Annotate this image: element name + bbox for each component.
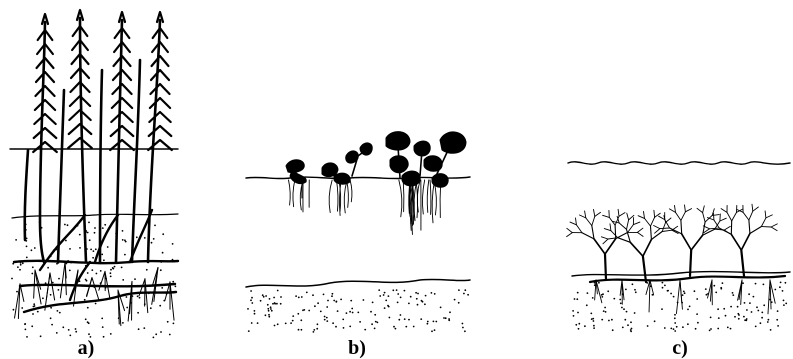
panel-c-sediment: [572, 282, 787, 333]
panel-label-b: b): [348, 337, 366, 359]
panel-c-water-surface: [568, 162, 790, 164]
panel-c-branching-plants: [567, 204, 778, 282]
panel-a-stems: [25, 18, 160, 262]
panel-b-floating-plants: [246, 132, 470, 333]
panel-c-submerged-plants: [567, 162, 790, 332]
panel-b-sediment: [247, 289, 469, 333]
panel-c-roots: [595, 280, 776, 314]
panel-b-sediment-surface: [246, 279, 470, 287]
panel-a-roots: [15, 262, 175, 325]
panel-b-fronds: [286, 132, 466, 188]
panel-label-c: c): [672, 337, 688, 359]
panel-c-rhizome: [590, 276, 785, 282]
panel-a-sediment-surface: [12, 214, 178, 218]
panel-a-sediment: [11, 221, 176, 338]
panel-b-roots: [288, 180, 440, 234]
panel-a-emergent-plants: [10, 10, 178, 338]
panel-label-a: a): [78, 337, 95, 359]
